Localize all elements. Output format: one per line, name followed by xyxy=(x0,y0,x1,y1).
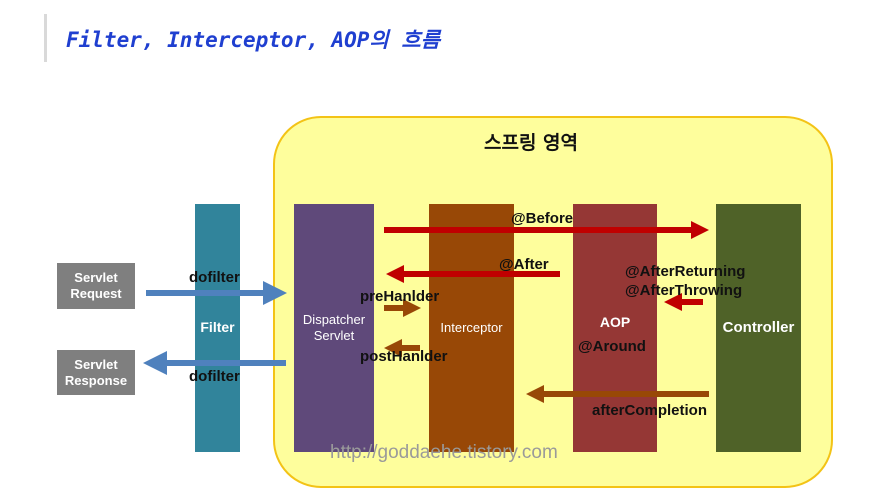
page-title: Filter, Interceptor, AOP의 흐름 xyxy=(66,28,441,52)
dofilter-in-label: dofilter xyxy=(189,269,240,286)
post-handler-label: postHanlder xyxy=(360,348,448,365)
interceptor-column: Interceptor xyxy=(429,204,514,452)
servlet-response-box: Servlet Response xyxy=(57,350,135,395)
response-line-1: Servlet xyxy=(74,356,118,372)
after-returning-label: @AfterReturning xyxy=(625,263,746,280)
filter-column: Filter xyxy=(195,204,240,452)
interceptor-label: Interceptor xyxy=(440,319,503,335)
request-line-1: Servlet xyxy=(74,270,118,286)
response-line-2: Response xyxy=(64,372,128,388)
aop-label: AOP xyxy=(599,314,631,331)
watermark: http://goddaehe.tistory.com xyxy=(330,442,558,463)
servlet-request-label: Servlet Request xyxy=(70,270,121,301)
aop-column: AOP xyxy=(573,204,657,452)
after-completion-label: afterCompletion xyxy=(592,402,708,419)
request-line-2: Request xyxy=(70,286,122,301)
after-throwing-label: @AfterThrowing xyxy=(625,282,743,299)
title-accent-bar xyxy=(44,14,47,62)
dispatcher-servlet-column: Dispatcher Servlet xyxy=(294,204,374,452)
dispatcher-servlet-label: Dispatcher Servlet xyxy=(303,312,365,345)
servlet-request-box: Servlet Request xyxy=(57,263,135,309)
after-label: @After xyxy=(499,256,549,273)
dofilter-out-label: dofilter xyxy=(189,368,240,385)
dispatcher-line-1: Dispatcher xyxy=(302,311,366,327)
controller-label: Controller xyxy=(722,318,795,336)
servlet-response-label: Servlet Response xyxy=(65,357,127,388)
spring-area-label: 스프링 영역 xyxy=(484,132,579,154)
pre-handler-label: preHanlder xyxy=(360,288,440,305)
dispatcher-line-2: Servlet xyxy=(313,328,355,343)
filter-label: Filter xyxy=(200,319,235,336)
around-label: @Around xyxy=(578,338,646,355)
before-label: @Before xyxy=(511,210,574,227)
controller-column: Controller xyxy=(716,204,801,452)
